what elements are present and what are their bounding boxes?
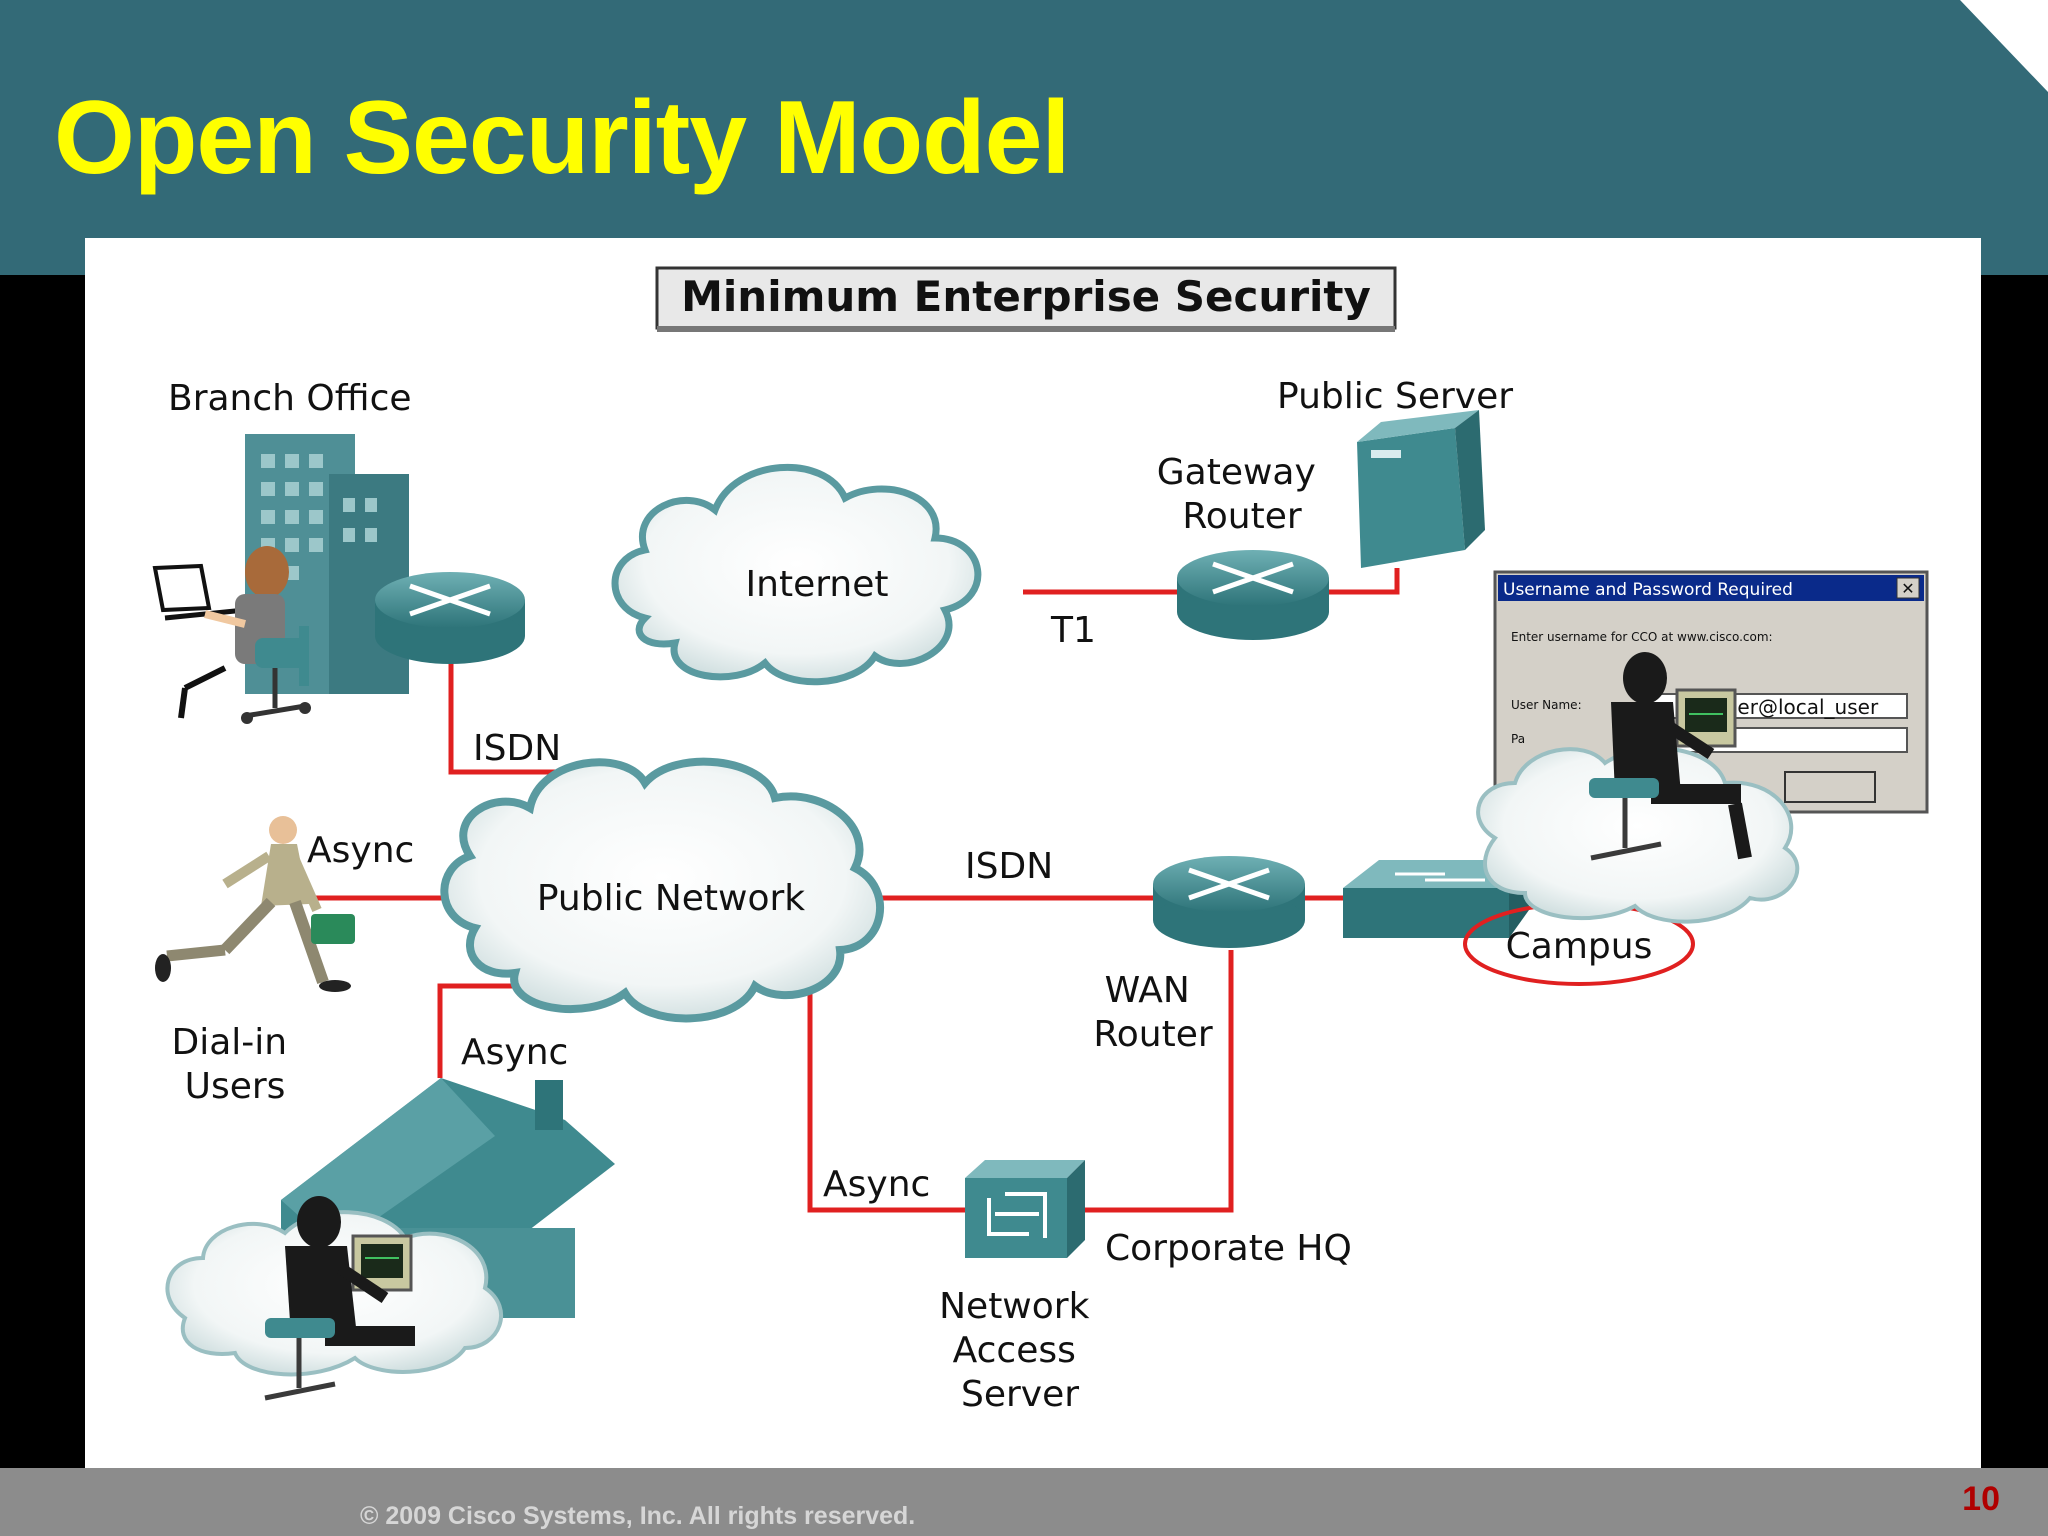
campus-switch-icon: [1343, 860, 1529, 938]
nas-label-line-3: Server: [961, 1374, 1079, 1415]
gateway-router-icon: [1177, 550, 1329, 640]
network-access-server-label: Network Access Server: [939, 1286, 1101, 1415]
nas-label-line-2: Access: [953, 1330, 1076, 1371]
branch-router-icon: [375, 572, 525, 664]
t1-link-label: T1: [1050, 610, 1096, 651]
svg-text:✕: ✕: [1901, 579, 1914, 598]
link-async-home: [437, 983, 517, 1078]
slide-header: Open Security Model: [0, 0, 2048, 275]
public-network-label: Public Network: [537, 878, 805, 919]
corporate-hq-label: Corporate HQ: [1105, 1228, 1352, 1269]
login-dialog-password-label: Pa: [1511, 732, 1525, 746]
campus-user-icon: [1589, 652, 1752, 861]
login-dialog-title: Username and Password Required: [1503, 580, 1793, 600]
wan-router-label-line-2: Router: [1093, 1014, 1213, 1055]
login-dialog-username-label: User Name:: [1511, 698, 1582, 712]
diagram-heading-text: Minimum Enterprise Security: [681, 272, 1371, 321]
login-dialog-username-value: ser@local_user: [1727, 695, 1879, 719]
link-gateway-server: [1325, 568, 1400, 595]
campus-label: Campus: [1506, 926, 1653, 967]
gateway-router-label-line-1: Gateway: [1157, 452, 1316, 493]
header-corner-fold: [1960, 0, 2048, 92]
async-nas-link-label: Async: [823, 1164, 930, 1205]
isdn-branch-link-label: ISDN: [473, 728, 561, 769]
internet-label: Internet: [746, 564, 889, 605]
branch-office-worker-icon: [152, 546, 311, 724]
diagram-panel: Minimum Enterprise Security: [85, 238, 1981, 1468]
network-diagram: Minimum Enterprise Security: [152, 266, 1929, 1415]
public-server-icon: [1357, 410, 1485, 568]
internet-cloud-icon: [611, 463, 982, 686]
isdn-wan-link-label: ISDN: [965, 846, 1053, 887]
public-network-cloud-icon: [440, 757, 884, 1023]
gateway-router-label: Gateway Router: [1157, 452, 1327, 537]
async-home-link-label: Async: [461, 1032, 568, 1073]
login-dialog-prompt: Enter username for CCO at www.cisco.com:: [1511, 630, 1773, 644]
branch-office-label: Branch Office: [168, 378, 412, 419]
public-server-label: Public Server: [1277, 376, 1513, 417]
network-access-server-icon: [965, 1160, 1085, 1258]
nas-label-line-1: Network: [939, 1286, 1089, 1327]
home-office-user-icon: [264, 1196, 415, 1401]
slide-title: Open Security Model: [54, 80, 1070, 196]
page-number: 10: [1962, 1480, 2000, 1518]
gateway-router-label-line-2: Router: [1182, 496, 1302, 537]
dial-in-user-icon: [155, 816, 355, 992]
diagram-heading: Minimum Enterprise Security: [655, 266, 1397, 332]
wan-router-label: WAN Router: [1093, 970, 1213, 1055]
wan-router-label-line-1: WAN: [1105, 970, 1190, 1011]
copyright-notice: © 2009 Cisco Systems, Inc. All rights re…: [360, 1502, 916, 1530]
wan-router-icon: [1153, 856, 1305, 948]
slide-footer: © 2009 Cisco Systems, Inc. All rights re…: [0, 1468, 2048, 1536]
link-nas-wan: [1075, 950, 1234, 1213]
login-dialog-ok-button[interactable]: [1784, 771, 1876, 803]
login-dialog-close-icon[interactable]: [1896, 577, 1920, 599]
link-async-nas: [807, 988, 973, 1213]
async-dialin-link-label: Async: [307, 830, 414, 871]
dial-in-users-label: Dial-in Users: [171, 1022, 298, 1107]
dial-in-users-label-line-2: Users: [185, 1066, 286, 1107]
dial-in-users-label-line-1: Dial-in: [171, 1022, 287, 1063]
